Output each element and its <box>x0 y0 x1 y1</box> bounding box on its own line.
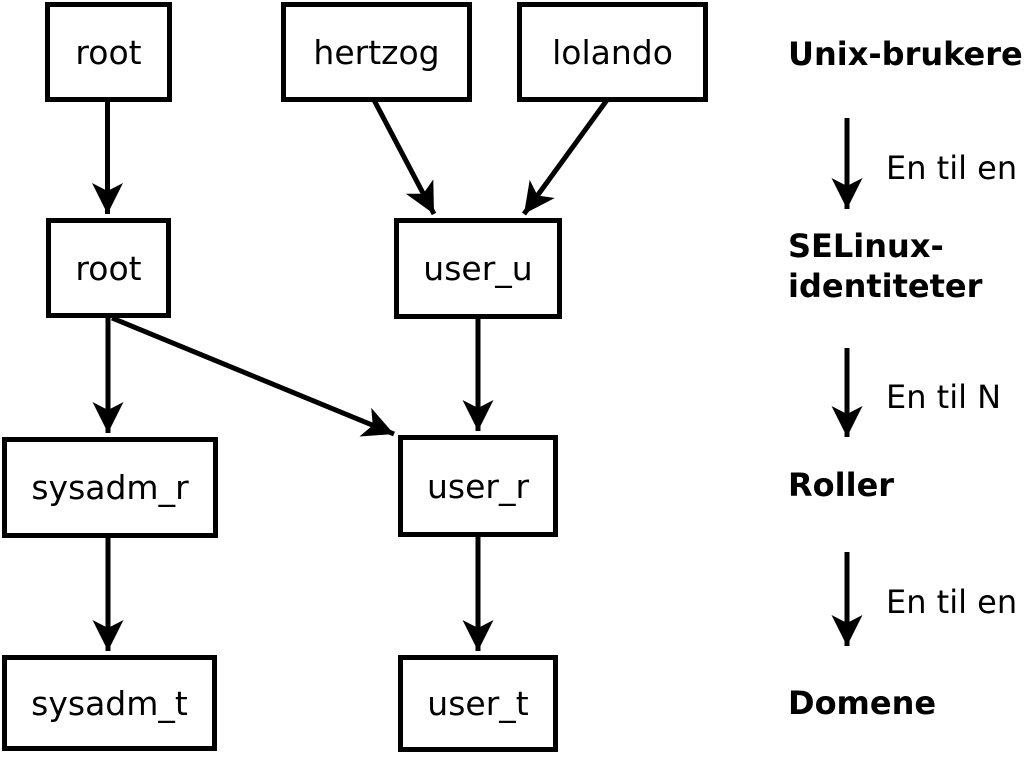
node-label: sysadm_r <box>31 468 189 507</box>
legend-domains-label: Domene <box>788 684 937 722</box>
legend-mapping-unix-to-selinux: En til en <box>886 149 1018 187</box>
legend-mapping-roles-to-domains: En til en <box>886 583 1018 621</box>
node-selinux-user-u: user_u <box>394 218 562 319</box>
node-label: user_t <box>427 684 529 723</box>
node-role-user-r: user_r <box>398 435 558 537</box>
node-selinux-root: root <box>46 218 171 318</box>
arrow-selinux-root-to-user-r <box>111 315 395 437</box>
legend-mapping-selinux-to-roles: En til N <box>886 378 1002 416</box>
node-role-sysadm-r: sysadm_r <box>2 437 218 538</box>
node-label: root <box>75 248 142 288</box>
node-domain-user-t: user_t <box>398 655 558 752</box>
node-unix-lolando: lolando <box>517 2 708 102</box>
node-unix-root: root <box>45 2 172 102</box>
node-domain-sysadm-t: sysadm_t <box>2 655 217 751</box>
node-label: root <box>75 32 142 72</box>
node-unix-hertzog: hertzog <box>281 2 472 102</box>
legend-selinux-label-line1: SELinux- <box>788 227 944 265</box>
node-label: hertzog <box>313 32 440 72</box>
legend-selinux-label-line2: identiteter <box>788 267 983 305</box>
node-label: lolando <box>552 32 673 72</box>
arrow-lolando-to-user-u <box>521 98 610 216</box>
node-label: user_u <box>423 249 533 288</box>
arrow-hertzog-to-user-u <box>371 98 437 216</box>
node-label: sysadm_t <box>31 683 188 723</box>
legend-roles-label: Roller <box>788 466 895 504</box>
node-label: user_r <box>426 466 530 506</box>
legend-unix-users-label: Unix-brukere <box>788 35 1023 73</box>
legend-selinux-label: SELinux- identiteter <box>788 226 982 306</box>
